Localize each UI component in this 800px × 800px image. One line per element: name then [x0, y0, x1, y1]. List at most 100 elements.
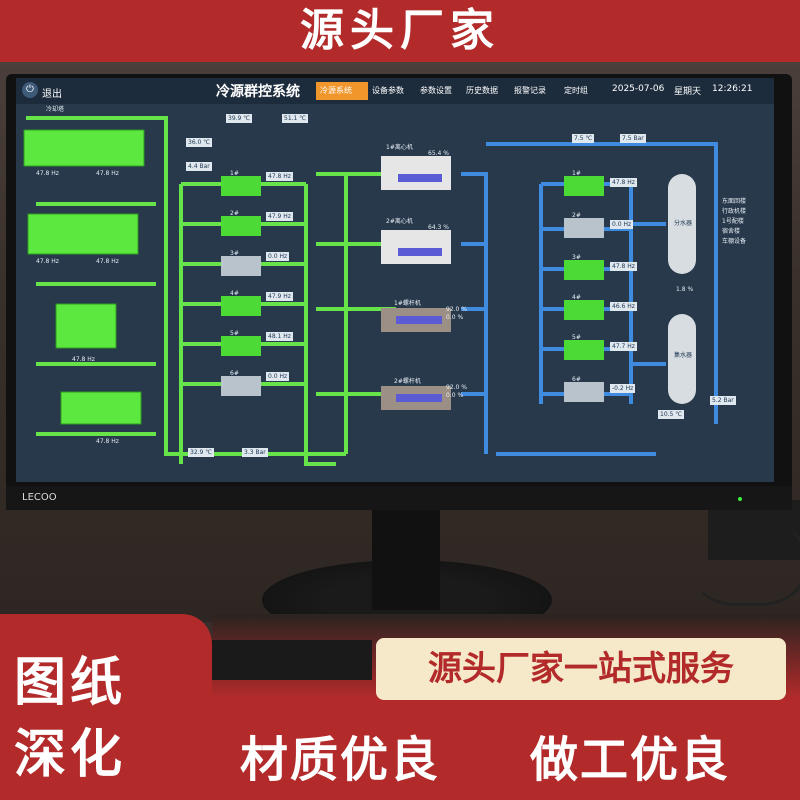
chiller-centrifugal-1: [381, 156, 451, 190]
cw-pump-6-hz: 0.0 Hz: [266, 372, 290, 381]
cw-pump-1: [221, 176, 261, 196]
chw-pump-6-id: 6#: [572, 376, 581, 383]
chw-temp: 7.5 ℃: [572, 134, 595, 143]
nav-history[interactable]: 历史数据: [466, 86, 498, 95]
tower-hz-6: 47.8 Hz: [96, 438, 119, 445]
chw-press: 7.5 Bar: [620, 134, 646, 143]
cooling-tower-label: 冷却塔: [46, 106, 65, 113]
scada-header: ⏻ 退出 冷源群控系统 冷源系统 设备参数 参数设置 历史数据 报警记录 定时组…: [16, 78, 774, 104]
chiller-1-load: 65.4 %: [428, 150, 449, 157]
system-title: 冷源群控系统: [216, 84, 300, 100]
cw-pump-1-id: 1#: [230, 170, 239, 177]
cw-temp-2: 32.9 ℃: [188, 448, 215, 457]
cooling-towers: [23, 129, 145, 425]
chw-pump-3-hz: 47.8 Hz: [610, 262, 637, 271]
cw-pump-4-id: 4#: [230, 290, 239, 297]
chw-pump-1-id: 1#: [572, 170, 581, 177]
slogan-workmanship: 做工优良: [530, 732, 731, 788]
nav-alarms[interactable]: 报警记录: [514, 86, 546, 95]
chillers: [381, 156, 451, 410]
bypass-value: 1.8 %: [676, 286, 694, 293]
chiller-3-name: 1#螺杆机: [394, 300, 421, 307]
cw-pump-4: [221, 296, 261, 316]
return-header-label: 集水器: [674, 352, 693, 359]
chw-pump-4: [564, 300, 604, 320]
tower-hz-2: 47.8 Hz: [96, 170, 119, 177]
date-display: 2025-07-06: [612, 84, 665, 94]
chw-ret-temp: 10.5 ℃: [658, 410, 685, 419]
chw-pump-4-id: 4#: [572, 294, 581, 301]
cw-press-2: 3.3 Bar: [242, 448, 268, 457]
chw-pump-1-hz: 47.8 Hz: [610, 178, 637, 187]
cw-pump-4-hz: 47.9 Hz: [266, 292, 293, 301]
cw-pump-5-hz: 48.1 Hz: [266, 332, 293, 341]
branch-5: 车棚设备: [722, 238, 747, 245]
cable: [690, 520, 800, 606]
promo-left-line2: 深化: [14, 725, 127, 785]
time-display: 12:26:21: [712, 84, 753, 94]
scada-screen: ⏻ 退出 冷源群控系统 冷源系统 设备参数 参数设置 历史数据 报警记录 定时组…: [16, 78, 774, 482]
cw-pump-5-id: 5#: [230, 330, 239, 337]
chw-pump-2-hz: 0.0 Hz: [610, 220, 634, 229]
nav-schedule[interactable]: 定时组: [564, 86, 588, 95]
chiller-2-load: 64.3 %: [428, 224, 449, 231]
nav-cold-source[interactable]: 冷源系统: [316, 82, 368, 100]
branch-1: 东面回楼: [722, 198, 747, 205]
chw-pump-4-hz: 46.6 Hz: [610, 302, 637, 311]
exit-label[interactable]: 退出: [42, 89, 62, 100]
cw-pump-3: [221, 256, 261, 276]
cw-pump-1-hz: 47.8 Hz: [266, 172, 293, 181]
cooling-tower-4: [60, 391, 142, 425]
branch-4: 宿舍楼: [722, 228, 741, 235]
cw-pump-3-hz: 0.0 Hz: [266, 252, 290, 261]
top-banner: [0, 0, 800, 62]
tower-hz-5: 47.8 Hz: [72, 356, 95, 363]
chiller-centrifugal-2: [381, 230, 451, 264]
supply-header: [668, 174, 696, 274]
chiller-3-load: 92.0 %: [446, 306, 467, 313]
chw-pump-2-id: 2#: [572, 212, 581, 219]
tower-hz-1: 47.8 Hz: [36, 170, 59, 177]
promo-pill-text: 源头厂家一站式服务: [428, 649, 734, 689]
chw-pump-6: [564, 382, 604, 402]
nav-device-params[interactable]: 设备参数: [372, 86, 404, 95]
cooling-tower-1: [23, 129, 145, 167]
chw-pump-5: [564, 340, 604, 360]
chw-pump-2: [564, 218, 604, 238]
cw-pump-6: [221, 376, 261, 396]
promo-pill: [376, 638, 786, 700]
cw-pump-2-hz: 47.9 Hz: [266, 212, 293, 221]
chiller-4-load2: 0.0 %: [446, 392, 464, 399]
cw-pump-2: [221, 216, 261, 236]
keyboard: [212, 640, 372, 680]
chiller-1-name: 1#离心机: [386, 144, 413, 151]
cw-pump-5: [221, 336, 261, 356]
chw-pump-1: [564, 176, 604, 196]
monitor-stand-neck: [372, 510, 440, 610]
chw-pumps: [564, 176, 604, 402]
chiller-4-name: 2#螺杆机: [394, 378, 421, 385]
chw-pump-6-hz: -0.2 Hz: [610, 384, 636, 393]
exit-icon[interactable]: ⏻: [22, 82, 38, 98]
cw-pumps: [221, 176, 261, 396]
cw-temp-1: 36.0 ℃: [186, 138, 213, 147]
monitor-logo: LECOO: [22, 492, 57, 503]
cw-pump-6-id: 6#: [230, 370, 239, 377]
chw-ret-press: 5.2 Bar: [710, 396, 736, 405]
monitor-chin: [6, 486, 792, 510]
chw-pump-5-hz: 47.7 Hz: [610, 342, 637, 351]
cw-press-1: 4.4 Bar: [186, 162, 212, 171]
cooling-tower-2: [27, 213, 139, 255]
piping-diagram: [23, 116, 718, 466]
nav-param-settings[interactable]: 参数设置: [420, 86, 452, 95]
return-temp: 51.1 ℃: [282, 114, 309, 123]
slogan-material: 材质优良: [240, 732, 441, 788]
banner-title: 源头厂家: [300, 5, 500, 56]
branch-2: 行政机楼: [722, 208, 747, 215]
supply-temp: 39.9 ℃: [226, 114, 253, 123]
chiller-3-load2: 0.0 %: [446, 314, 464, 321]
tower-hz-3: 47.8 Hz: [36, 258, 59, 265]
branch-3: 1号配楼: [722, 218, 744, 225]
chilled-water-pipes: [461, 142, 718, 456]
cooling-tower-3: [55, 303, 117, 349]
